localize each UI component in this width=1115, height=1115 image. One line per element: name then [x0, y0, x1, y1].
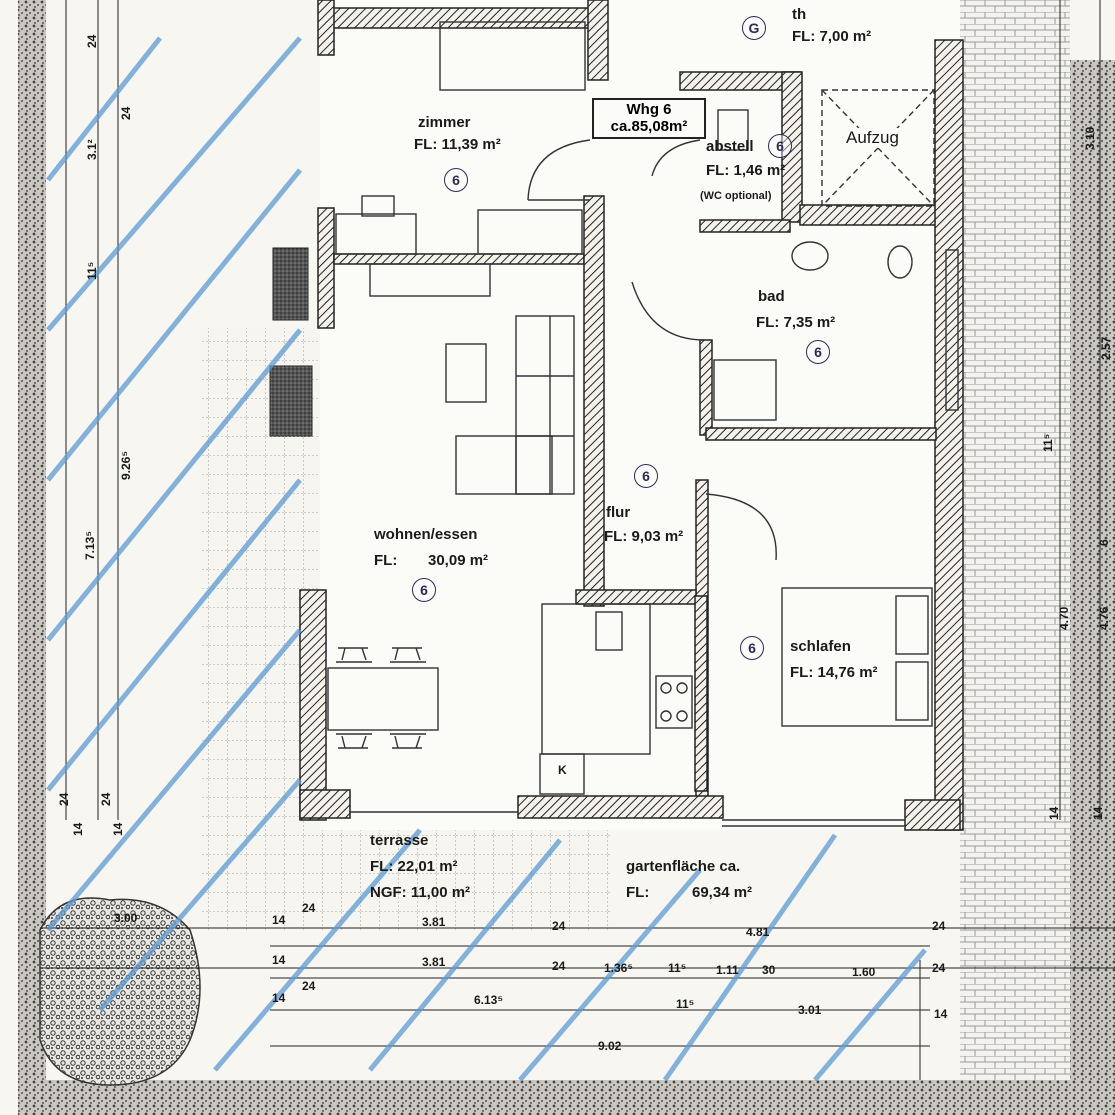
- elevator-shaft: [821, 89, 935, 207]
- dim-b1-5: 24: [932, 919, 946, 933]
- room-bad-area: FL: 7,35 m²: [756, 314, 836, 331]
- room-terrasse-name: terrasse: [370, 832, 429, 849]
- dim-misc-0: 3.00: [114, 911, 138, 925]
- right-paving: [960, 0, 1070, 1080]
- dim-left-top-3: 24: [119, 106, 133, 120]
- dim-right-4: 4.70: [1057, 606, 1071, 630]
- dim-b1-2: 3.81: [422, 915, 446, 929]
- room-wohnen-area-prefix: FL:: [374, 552, 398, 569]
- room-terrasse-area: FL: 22,01 m²: [370, 858, 458, 875]
- bottom-gravel-border: [18, 1080, 1115, 1115]
- dim-left-top-1: 3.1²: [85, 139, 99, 160]
- furniture: [327, 21, 959, 827]
- dim-b3-0: 14: [272, 991, 286, 1005]
- marker-flur: 6: [634, 464, 658, 488]
- dim-right-6: 14: [1047, 806, 1061, 820]
- dim-b2-6: 30: [762, 963, 776, 977]
- room-wohnen-name: wohnen/essen: [374, 526, 478, 543]
- dim-b2-2: 24: [552, 959, 566, 973]
- marker-top: G: [742, 16, 766, 40]
- room-schlafen-name: schlafen: [790, 638, 851, 656]
- dim-right-1: 2.57: [1099, 336, 1113, 360]
- right-gravel-border: [1070, 60, 1115, 1080]
- dim-b4-0: 9.02: [598, 1039, 622, 1053]
- room-bad-name: bad: [758, 288, 785, 305]
- dimension-lines: [40, 0, 1115, 1080]
- room-garten-name: gartenfläche ca.: [626, 858, 741, 875]
- room-flur-area: FL: 9,03 m²: [604, 528, 684, 545]
- dim-left-mid-1: 9.26⁵: [119, 451, 133, 480]
- room-top-area: FL: 7,00 m²: [792, 28, 872, 45]
- kitchen-k-label: K: [558, 763, 567, 777]
- marker-wohnen: 6: [412, 578, 436, 602]
- room-flur-name: flur: [606, 504, 631, 521]
- room-zimmer-name: zimmer: [418, 114, 471, 131]
- dim-b3-1: 24: [302, 979, 316, 993]
- dim-b2-0: 14: [272, 953, 286, 967]
- dim-right-5: 4.76: [1097, 606, 1111, 630]
- room-aufzug-name: Aufzug: [846, 128, 899, 148]
- dim-left-top-2: 11⁵: [85, 261, 99, 280]
- dim-b2-1: 3.81: [422, 955, 446, 969]
- dim-b2-7: 1.60: [852, 965, 876, 979]
- door-swings: [527, 139, 777, 561]
- dim-left-mid-2: 24: [57, 792, 71, 806]
- dim-b2-5: 1.11: [716, 963, 739, 977]
- dim-b3-3: 11⁵: [676, 997, 695, 1011]
- apartment-area: ca.85,08m²: [610, 117, 688, 135]
- dim-right-2: 11⁵: [1041, 433, 1055, 452]
- room-garten-area-prefix: FL:: [626, 884, 650, 901]
- dim-b3-4: 3.01: [798, 1003, 822, 1017]
- room-zimmer-area: FL: 11,39 m²: [414, 136, 501, 153]
- dim-b3-2: 6.13⁵: [474, 993, 503, 1007]
- dim-right-0: 3.10: [1083, 126, 1097, 150]
- dim-b1-1: 24: [302, 901, 316, 915]
- apartment-label: Whg 6 ca.85,08m²: [592, 98, 706, 139]
- room-abstell-name: abstell: [706, 138, 754, 155]
- room-top-name: th: [792, 6, 807, 23]
- dim-b2-8: 24: [932, 961, 946, 975]
- dim-b3-5: 14: [934, 1007, 948, 1021]
- marker-bad: 6: [806, 340, 830, 364]
- walls: [299, 0, 964, 831]
- room-terrasse-ngf: NGF: 11,00 m²: [370, 884, 471, 901]
- dim-left-mid-5: 14: [111, 822, 125, 836]
- dim-b1-0: 14: [272, 913, 286, 927]
- room-garten-area-value: 69,34 m²: [692, 884, 753, 901]
- dim-b2-3: 1.36⁵: [604, 961, 633, 975]
- room-schlafen-area: FL: 14,76 m²: [790, 664, 878, 682]
- dim-left-mid-0: 7.13⁵: [83, 531, 97, 560]
- chimney-lower: [269, 365, 313, 437]
- chimney-upper: [272, 247, 309, 321]
- dim-right-3: 6: [1097, 539, 1111, 546]
- marker-schlafen: 6: [740, 636, 764, 660]
- dim-left-mid-3: 24: [99, 792, 113, 806]
- terrace-tiles-bottom: [200, 820, 610, 930]
- marker-zimmer: 6: [444, 168, 468, 192]
- dim-left-top-0: 24: [85, 34, 99, 48]
- apartment-number: Whg 6: [626, 101, 672, 118]
- dim-right-7: 14: [1091, 806, 1105, 820]
- dim-b1-3: 24: [552, 919, 566, 933]
- dim-b2-4: 11⁵: [668, 961, 687, 975]
- room-wohnen-area-value: 30,09 m²: [428, 552, 489, 569]
- dim-b1-4: 4.81: [746, 925, 770, 939]
- room-abstell-note: (WC optional): [700, 190, 772, 202]
- garden-hatch-stripes: [46, 36, 927, 1082]
- room-abstell-area: FL: 1,46 m²: [706, 162, 786, 179]
- marker-abstell: 6: [768, 134, 792, 158]
- dim-left-mid-4: 14: [71, 822, 85, 836]
